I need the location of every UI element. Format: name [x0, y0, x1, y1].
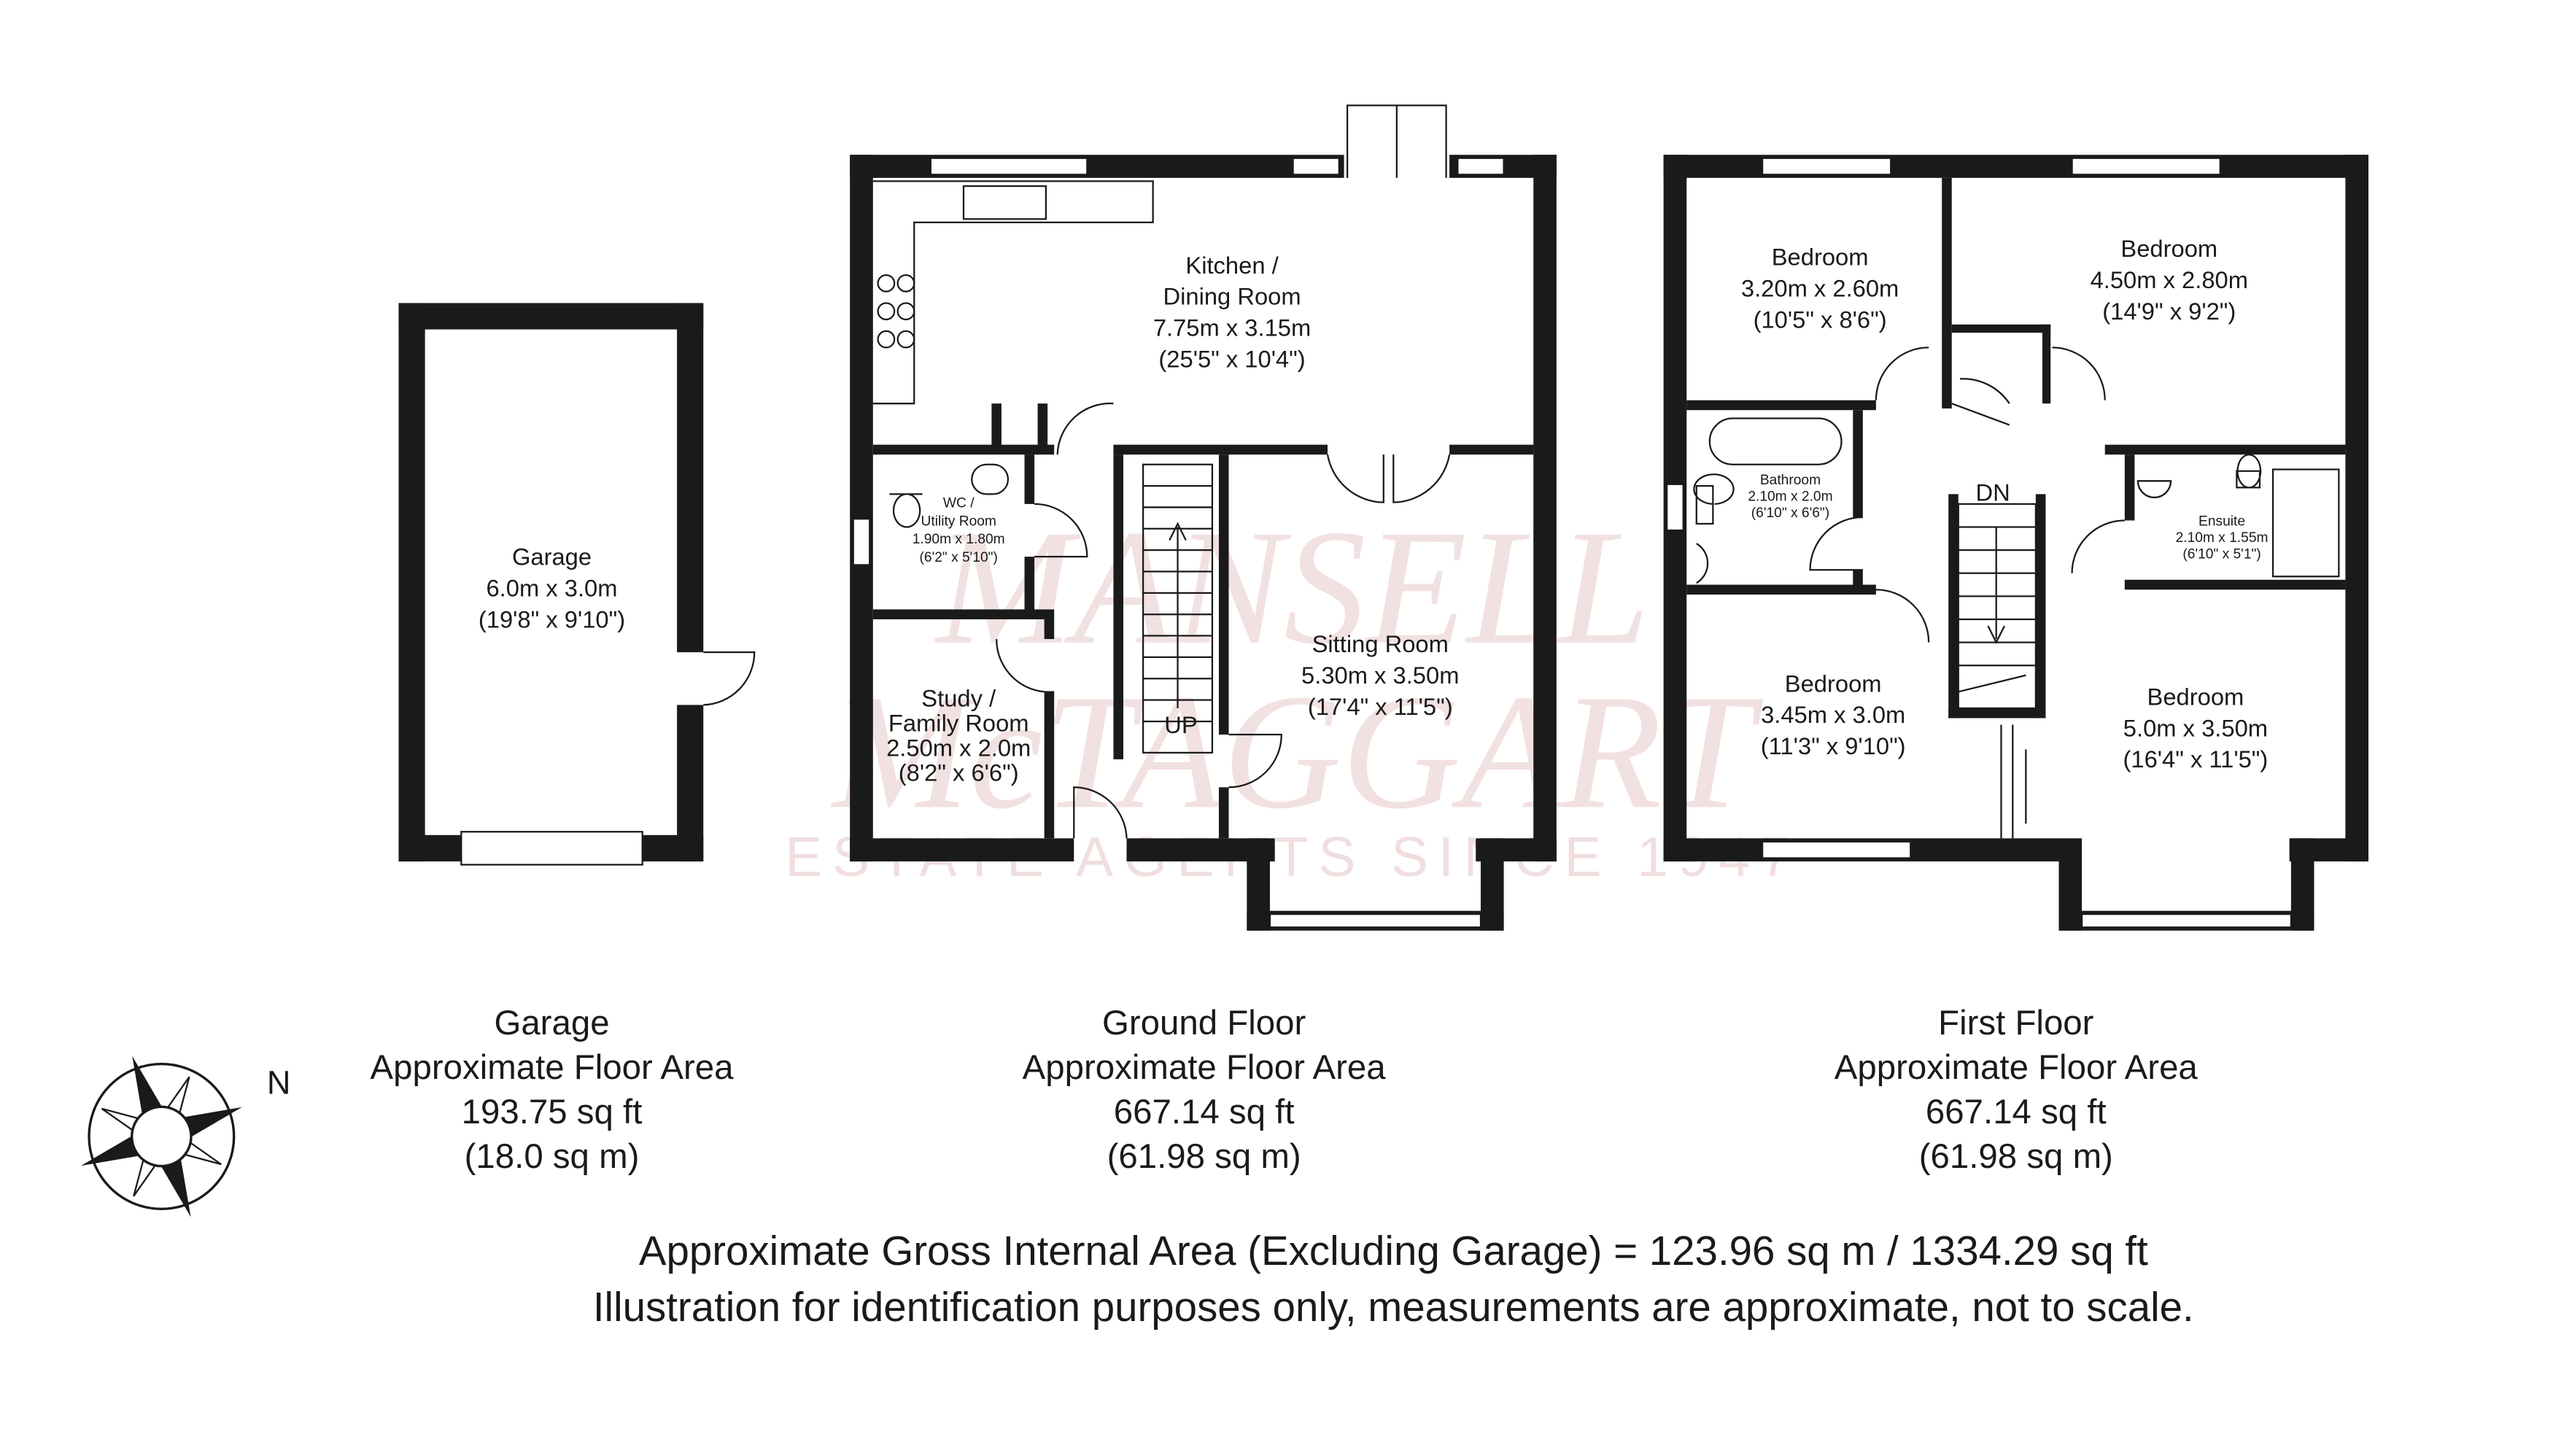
areas-2-sqm: (61.98 sq m)	[1919, 1137, 2113, 1176]
areas-2-sub: Approximate Floor Area	[1835, 1048, 2198, 1087]
areas-0-sub: Approximate Floor Area	[371, 1048, 735, 1087]
wc-metric: 1.90m x 1.80m	[913, 532, 1005, 547]
bathroom-metric: 2.10m x 2.0m	[1748, 489, 1832, 504]
areas-0-title: Garage	[494, 1004, 609, 1042]
sitting-label: Sitting Room	[1312, 630, 1449, 657]
disclaimer-text: Illustration for identification purposes…	[593, 1284, 2194, 1330]
kitchen-label-2: Dining Room	[1163, 283, 1301, 310]
area-summary-garage: Garage Approximate Floor Area 193.75 sq …	[371, 1004, 735, 1176]
kitchen-metric: 7.75m x 3.15m	[1153, 314, 1311, 341]
bedroom4-imperial: (16'4" x 11'5")	[2123, 746, 2269, 772]
study-metric: 2.50m x 2.0m	[886, 734, 1031, 761]
areas-0-sqft: 193.75 sq ft	[462, 1093, 643, 1131]
sitting-metric: 5.30m x 3.50m	[1301, 662, 1459, 689]
watermark-logo: MANSELL McTAGGART ESTATE AGENTS SINCE 19…	[785, 496, 1791, 889]
garage-door	[460, 831, 643, 866]
garage-label: Garage	[512, 543, 592, 570]
areas-0-sqm: (18.0 sq m)	[465, 1137, 640, 1176]
bathroom-label: Bathroom	[1760, 473, 1821, 488]
door-swing	[703, 651, 756, 706]
watermark-line1: MANSELL	[934, 496, 1650, 678]
ensuite-label: Ensuite	[2198, 514, 2245, 529]
areas-2-title: First Floor	[1938, 1004, 2093, 1042]
ground-floor-plan: UP Kitchen / Dining Room 7.75m x 3.15m (…	[850, 104, 1557, 931]
ensuite-metric: 2.10m x 1.55m	[2176, 530, 2269, 546]
bedroom2-label: Bedroom	[2120, 235, 2217, 262]
wc-label-2: Utility Room	[921, 514, 996, 529]
first-stairs	[1957, 503, 2037, 710]
kitchen-imperial: (25'5" x 10'4")	[1158, 346, 1305, 373]
sitting-imperial: (17'4" x 11'5")	[1308, 693, 1453, 720]
stairs-down-label: DN	[1976, 479, 2010, 506]
areas-1-title: Ground Floor	[1102, 1004, 1306, 1042]
ensuite-imperial: (6'10" x 5'1")	[2182, 546, 2260, 562]
wc-label: WC /	[943, 495, 975, 511]
wc-imperial: (6'2" x 5'10")	[920, 550, 998, 565]
first-floor-plan: DN Bedroom 3.20m x 2.60m (10'5" x 8'6") …	[1663, 155, 2368, 931]
gross-area-text: Approximate Gross Internal Area (Excludi…	[639, 1228, 2148, 1274]
compass-north-label: N	[267, 1064, 291, 1101]
area-summary-first: First Floor Approximate Floor Area 667.1…	[1835, 1004, 2198, 1176]
areas-1-sqm: (61.98 sq m)	[1107, 1137, 1301, 1176]
garage-plan: Garage 6.0m x 3.0m (19'8" x 9'10")	[398, 303, 756, 866]
watermark-line2: McTAGGART	[830, 660, 1763, 843]
stairs-up-label: UP	[1164, 711, 1197, 738]
bedroom4-metric: 5.0m x 3.50m	[2123, 714, 2268, 741]
study-imperial: (8'2" x 6'6")	[899, 759, 1019, 786]
bedroom1-label: Bedroom	[1772, 244, 1869, 271]
compass-icon: N	[81, 1056, 291, 1217]
garage-imperial: (19'8" x 9'10")	[479, 605, 625, 632]
areas-2-sqft: 667.14 sq ft	[1926, 1093, 2107, 1131]
bathroom-imperial: (6'10" x 6'6")	[1751, 506, 1829, 521]
study-label: Study /	[921, 685, 996, 712]
kitchen-label: Kitchen /	[1185, 252, 1279, 279]
area-summary-ground: Ground Floor Approximate Floor Area 667.…	[1023, 1004, 1387, 1176]
bedroom3-imperial: (11'3" x 9'10")	[1761, 732, 1906, 759]
bedroom2-metric: 4.50m x 2.80m	[2091, 266, 2248, 293]
garage-metric: 6.0m x 3.0m	[487, 574, 618, 601]
bedroom2-imperial: (14'9" x 9'2")	[2102, 298, 2236, 325]
study-label-2: Family Room	[888, 710, 1029, 737]
bedroom3-metric: 3.45m x 3.0m	[1761, 701, 1905, 728]
bedroom4-label: Bedroom	[2147, 683, 2244, 710]
bedroom1-metric: 3.20m x 2.60m	[1741, 274, 1899, 301]
areas-1-sqft: 667.14 sq ft	[1114, 1093, 1295, 1131]
areas-1-sub: Approximate Floor Area	[1023, 1048, 1387, 1087]
bedroom3-label: Bedroom	[1785, 670, 1882, 697]
ground-stairs	[1142, 463, 1214, 754]
bedroom1-imperial: (10'5" x 8'6")	[1754, 306, 1887, 333]
